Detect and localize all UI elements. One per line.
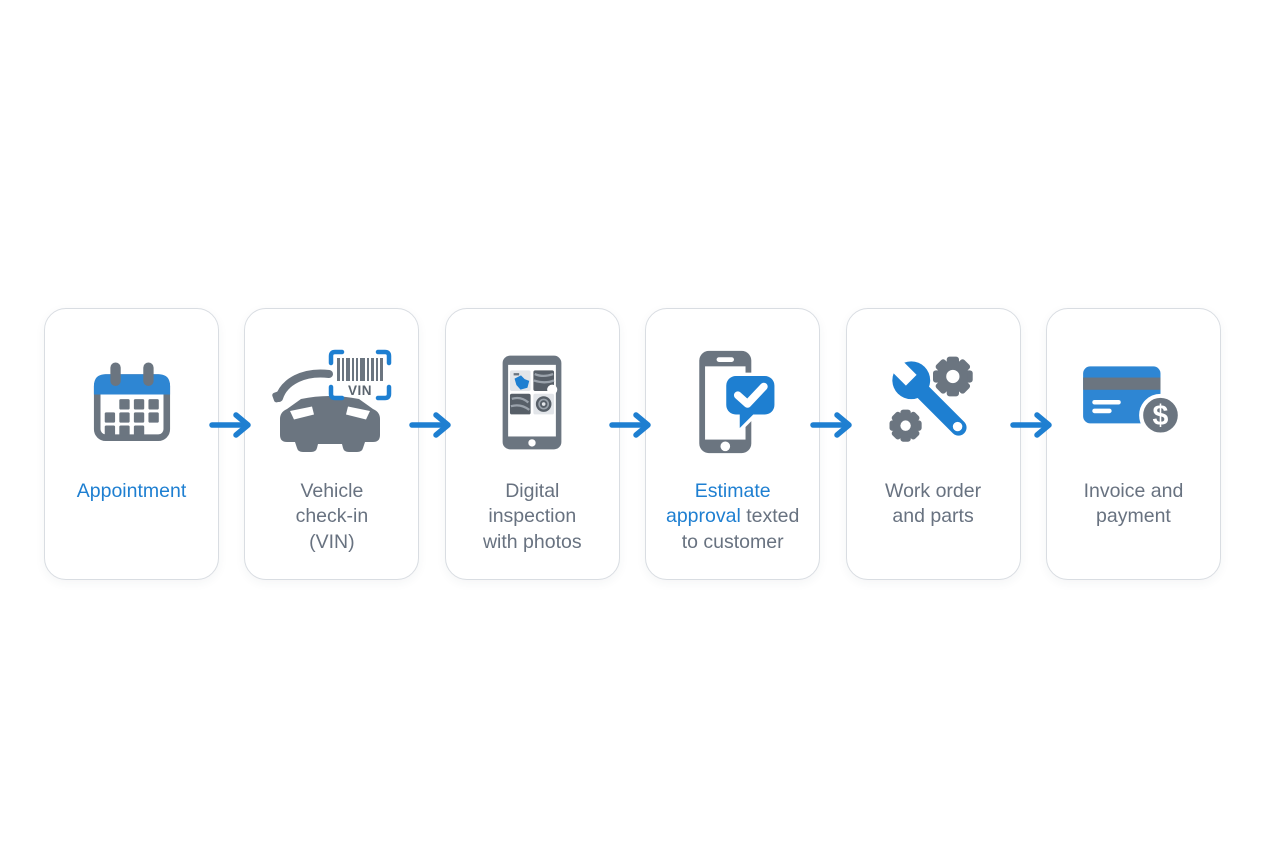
arrow-right-icon [208, 412, 251, 438]
step-label: Appointment [69, 479, 195, 504]
flow-connector [1010, 308, 1052, 580]
step-icon-wrap: $ [1077, 309, 1189, 473]
flow-row: Appointment [44, 308, 1221, 580]
step-icon-wrap: VIN [267, 309, 397, 473]
dollar-coin: $ [1139, 393, 1183, 437]
step-icon-wrap [881, 309, 985, 473]
step-label: Work order and parts [877, 479, 989, 530]
step-icon-wrap [680, 309, 786, 473]
photo-thumbnails [510, 369, 558, 414]
calendar-icon [93, 362, 170, 442]
label-line: Appointment [76, 480, 187, 502]
wrench-gears-icon [881, 350, 973, 442]
label-line: Work order [885, 480, 982, 502]
credit-card-icon: $ [1083, 365, 1183, 437]
step-card-vehicle-check-in: VIN Vehicle check-in(VIN) [244, 308, 420, 580]
flow-connector [609, 308, 652, 580]
tablet-photos-icon [502, 355, 562, 449]
label-line: approval texted [665, 505, 800, 528]
flow-connector [208, 308, 251, 580]
step-card-appointment: Appointment [44, 308, 219, 580]
label-line: with photos [482, 530, 582, 553]
label-line: to customer [681, 530, 784, 553]
car-vin-icon: VIN [272, 349, 392, 452]
label-line: inspection [488, 505, 577, 528]
step-card-invoice-payment: $ Invoice and payment [1045, 308, 1221, 580]
label-line: Invoice and [1083, 480, 1184, 502]
dollar-sign: $ [1153, 400, 1169, 432]
arrow-right-icon [409, 412, 451, 438]
arrow-right-icon [1010, 412, 1052, 438]
gear-small [889, 409, 922, 442]
step-card-work-order: Work order and parts [845, 308, 1021, 580]
label-line: payment [1096, 505, 1171, 528]
arrow-right-icon [609, 412, 652, 438]
label-line: Vehicle [300, 480, 364, 502]
calendar-grid [104, 399, 159, 436]
label-line: Estimate [694, 480, 771, 502]
label-line: and parts [892, 505, 974, 528]
flow-connector [810, 308, 852, 580]
wrench [881, 350, 967, 436]
step-label: Invoice and payment [1076, 479, 1192, 530]
label-line: (VIN) [309, 530, 355, 553]
flow-connector [409, 308, 451, 580]
arrow-right-icon [810, 412, 852, 438]
vin-barcode: VIN [328, 349, 392, 401]
phone-message-icon [698, 350, 778, 454]
label-line: check-in [295, 505, 369, 528]
step-icon-wrap [85, 309, 179, 473]
label-line: Digital [505, 480, 560, 502]
gear-large [933, 356, 973, 397]
chat-bubble-check [722, 372, 778, 432]
step-label: Vehicle check-in(VIN) [288, 479, 377, 555]
step-icon-wrap [486, 309, 578, 473]
vin-text: VIN [348, 383, 372, 398]
